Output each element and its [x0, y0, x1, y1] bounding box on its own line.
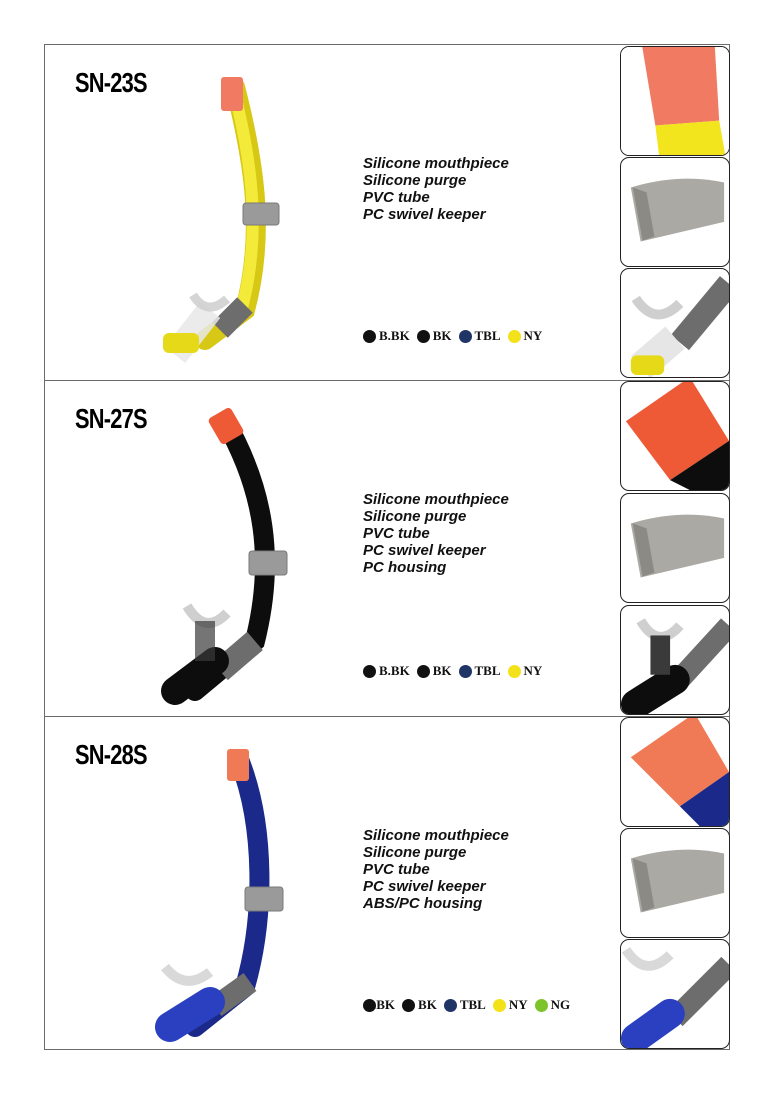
- thumbnail-mouthpiece: [620, 605, 730, 715]
- thumbnail-tip: [620, 46, 730, 156]
- snorkel-image-blue: [155, 749, 284, 1042]
- color-label: .BK: [373, 997, 396, 1012]
- color-option: BK: [402, 997, 437, 1013]
- color-option: BK: [416, 328, 452, 344]
- feature-item: Silicone purge: [363, 844, 467, 861]
- color-options: B.BK BK TBL NY: [363, 328, 549, 344]
- product-section-sn-28s: SN-28S Silicone mouthpiece Silicone purg…: [45, 717, 730, 1052]
- color-dot: [443, 998, 457, 1012]
- feature-item: Silicone purge: [363, 172, 467, 189]
- feature-item: PC swivel keeper: [363, 542, 486, 559]
- color-option: TBL: [458, 663, 501, 679]
- feature-item: PVC tube: [363, 861, 430, 878]
- model-name: SN-28S: [75, 739, 148, 770]
- feature-item: Silicone purge: [363, 508, 467, 525]
- thumbnail-keeper: [620, 828, 730, 938]
- color-label: B.BK: [379, 328, 410, 343]
- color-option: NY: [507, 663, 543, 679]
- color-option: .BK: [363, 997, 395, 1013]
- thumbnail-keeper: [620, 493, 730, 603]
- color-option: NY: [507, 328, 543, 344]
- color-label: TBL: [474, 663, 501, 678]
- color-options: B.BK BK TBL NY: [363, 663, 549, 679]
- color-label: NY: [523, 328, 543, 343]
- color-dot: [534, 998, 548, 1012]
- feature-item: PC swivel keeper: [363, 878, 486, 895]
- snorkel-image-yellow: [163, 77, 280, 363]
- color-option: TBL: [443, 997, 486, 1013]
- color-dot: [507, 664, 521, 678]
- color-label: NG: [550, 997, 571, 1012]
- feature-item: ABS/PC housing: [363, 895, 483, 912]
- thumbnail-tip: [620, 717, 730, 827]
- color-option: NG: [534, 997, 571, 1013]
- color-label: BK: [432, 328, 452, 343]
- color-label: BK: [418, 997, 437, 1012]
- thumbnail-keeper: [620, 157, 730, 267]
- product-section-sn-23s: SN-23S Silicone mouthpiece Silicone purg…: [45, 45, 730, 380]
- color-dot: [416, 664, 430, 678]
- color-dot: [458, 329, 472, 343]
- color-label: NY: [508, 997, 528, 1012]
- feature-list: Silicone mouthpiece Silicone purge PVC t…: [363, 155, 509, 223]
- color-dot: [492, 998, 506, 1012]
- feature-item: Silicone mouthpiece: [363, 491, 509, 508]
- color-label: NY: [523, 663, 543, 678]
- model-name: SN-23S: [75, 67, 148, 98]
- color-label: BK: [432, 663, 452, 678]
- color-option: BK: [416, 663, 452, 679]
- feature-item: PVC tube: [363, 189, 430, 206]
- snorkel-image-black: [161, 407, 288, 705]
- color-options: .BK BK TBL NY NG: [363, 997, 577, 1013]
- color-label: TBL: [474, 328, 501, 343]
- color-dot: [416, 329, 430, 343]
- feature-item: Silicone mouthpiece: [363, 827, 509, 844]
- color-label: TBL: [459, 997, 486, 1012]
- color-option: B.BK: [363, 328, 410, 344]
- color-label: B.BK: [379, 663, 410, 678]
- thumbnail-mouthpiece: [620, 939, 730, 1049]
- section-divider: [45, 380, 729, 381]
- color-dot: [507, 329, 521, 343]
- feature-item: Silicone mouthpiece: [363, 155, 509, 172]
- section-divider: [45, 716, 729, 717]
- color-option: TBL: [458, 328, 501, 344]
- model-name: SN-27S: [75, 403, 148, 434]
- color-option: NY: [492, 997, 528, 1013]
- feature-item: PC swivel keeper: [363, 206, 486, 223]
- thumbnail-tip: [620, 381, 730, 491]
- thumbnail-mouthpiece: [620, 268, 730, 378]
- feature-list: Silicone mouthpiece Silicone purge PVC t…: [363, 827, 509, 912]
- color-dot: [402, 998, 416, 1012]
- feature-item: PVC tube: [363, 525, 430, 542]
- feature-item: PC housing: [363, 559, 447, 576]
- catalog-frame: SN-23S Silicone mouthpiece Silicone purg…: [44, 44, 730, 1050]
- color-dot: [363, 664, 376, 678]
- color-dot: [458, 664, 472, 678]
- product-section-sn-27s: SN-27S Silicone mouthpiece Silicone purg…: [45, 381, 730, 716]
- color-option: B.BK: [363, 663, 410, 679]
- feature-list: Silicone mouthpiece Silicone purge PVC t…: [363, 491, 509, 576]
- color-dot: [363, 329, 376, 343]
- color-dot: [363, 998, 376, 1012]
